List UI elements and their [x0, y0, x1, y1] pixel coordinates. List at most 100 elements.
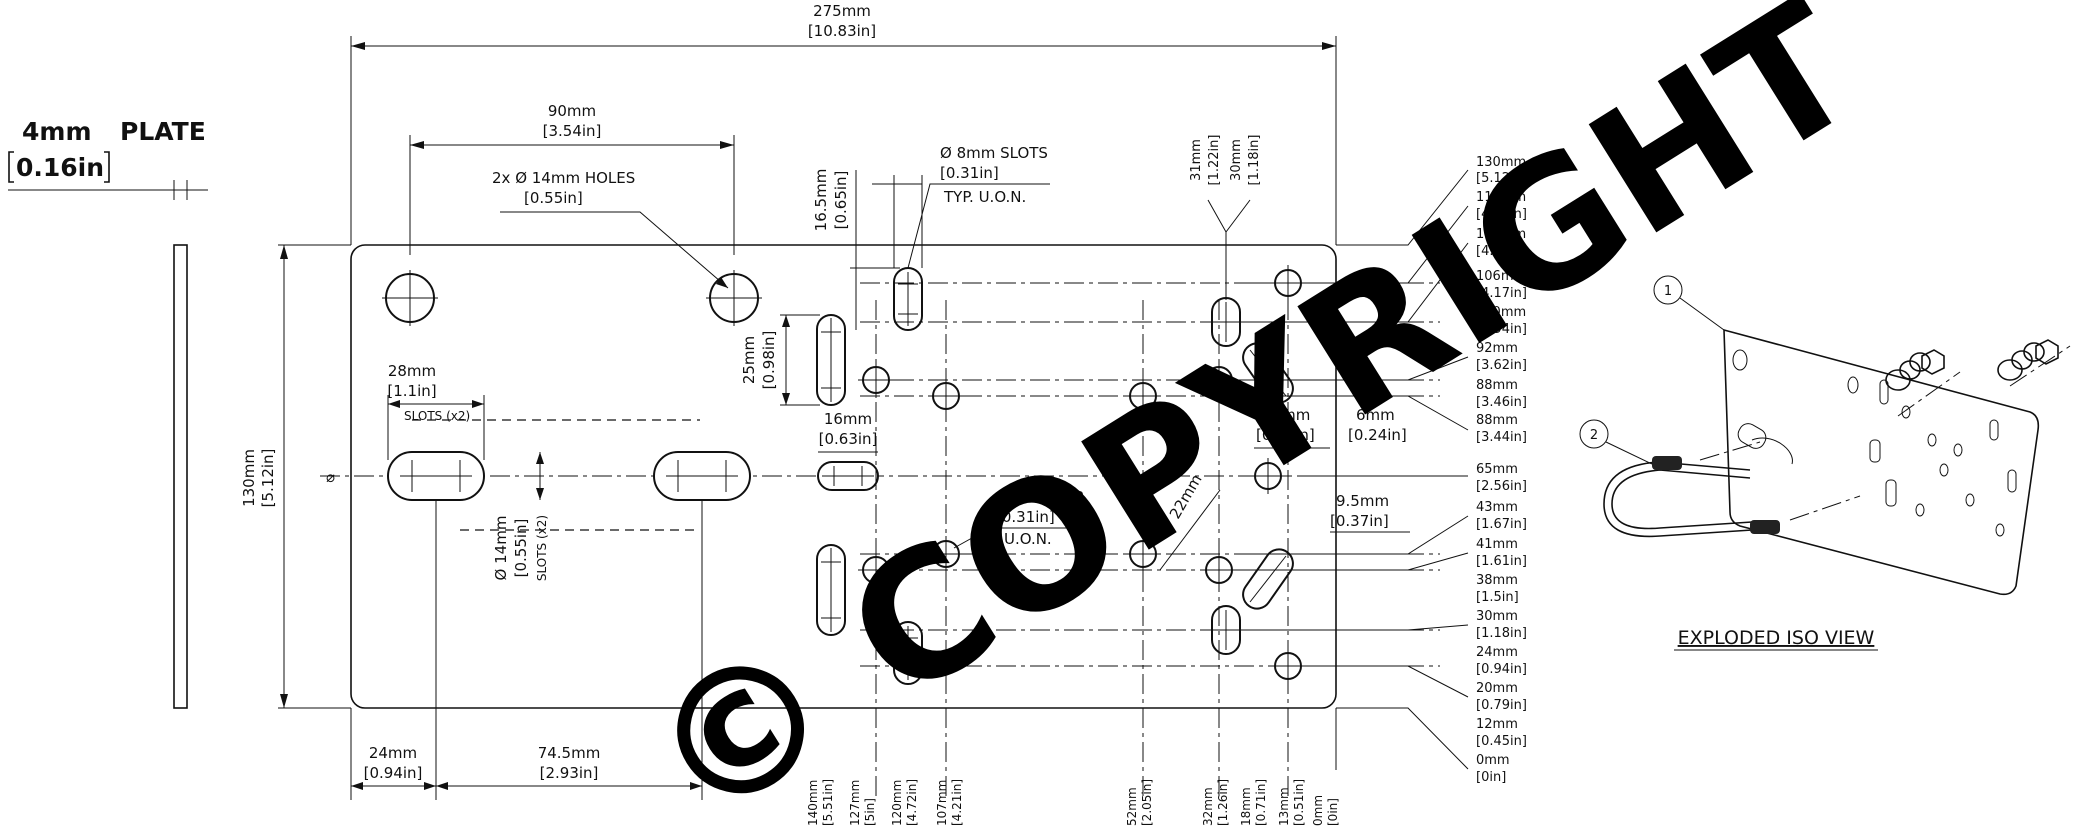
svg-text:[1.67in]: [1.67in]: [1476, 517, 1527, 532]
right-ordinate-dims: 130mm [5.12in] 119mm [4.67in] 110mm [4.3…: [1240, 155, 1527, 785]
svg-text:[0.98in]: [0.98in]: [760, 331, 778, 390]
svg-text:[3.62in]: [3.62in]: [1476, 358, 1527, 373]
svg-text:[5.12in]: [5.12in]: [1476, 171, 1527, 186]
slots-8mm: [816, 267, 1241, 685]
svg-text:[5.51in]: [5.51in]: [821, 779, 835, 826]
svg-text:12mm: 12mm: [1476, 717, 1518, 732]
svg-text:140mm: 140mm: [806, 780, 820, 826]
svg-text:[1.18in]: [1.18in]: [1247, 135, 1262, 186]
svg-text:[0.51in]: [0.51in]: [1292, 779, 1306, 826]
svg-text:43mm: 43mm: [1476, 500, 1518, 515]
overall-height-dim: 130mm [5.12in]: [240, 244, 351, 709]
slots-8mm-note: Ø 8mm SLOTS [0.31in] TYP. U.O.N.: [872, 144, 1050, 269]
iso-balloon-2: [1579, 419, 1609, 449]
svg-text:38mm: 38mm: [1476, 573, 1518, 588]
holes-note: 2x Ø 14mm HOLES [0.55in]: [492, 169, 729, 289]
svg-text:[1.61in]: [1.61in]: [1476, 554, 1527, 569]
svg-text:107mm: 107mm: [935, 780, 949, 826]
svg-text:Ø 8mm TYP.: Ø 8mm TYP.: [996, 488, 1086, 506]
svg-text:[3.46in]: [3.46in]: [1476, 395, 1527, 410]
svg-text:[0.65in]: [0.65in]: [832, 171, 850, 230]
svg-text:16.5mm: 16.5mm: [812, 169, 830, 232]
dim-31-30mm: 31mm [1.22in] 30mm [1.18in]: [1189, 135, 1262, 300]
svg-text:[0.45in]: [0.45in]: [1476, 734, 1527, 749]
iso-balloon-1: [1653, 275, 1683, 305]
svg-text:[0in]: [0in]: [1476, 770, 1506, 785]
svg-text:106mm: 106mm: [1476, 269, 1526, 284]
svg-text:65mm: 65mm: [1476, 462, 1518, 477]
svg-text:[0.55in]: [0.55in]: [512, 519, 530, 578]
svg-text:28mm: 28mm: [388, 362, 436, 380]
svg-text:92mm: 92mm: [1476, 341, 1518, 356]
svg-text:[2.05in]: [2.05in]: [1140, 779, 1154, 826]
svg-text:110mm: 110mm: [1476, 227, 1526, 242]
svg-text:2: 2: [1590, 428, 1598, 443]
svg-text:30mm: 30mm: [1229, 139, 1244, 181]
svg-text:130mm: 130mm: [1476, 155, 1526, 170]
overall-height-in: [5.12in]: [259, 449, 277, 508]
svg-text:[4.72in]: [4.72in]: [905, 779, 919, 826]
svg-text:32mm: 32mm: [1201, 787, 1215, 826]
plate-side-view: [173, 244, 188, 709]
svg-text:© COPYRIGHT: © COPYRIGHT: [615, 0, 1891, 834]
svg-text:U.O.N.: U.O.N.: [1004, 530, 1052, 548]
svg-text:6mm: 6mm: [1356, 406, 1395, 424]
svg-text:TYP. U.O.N.: TYP. U.O.N.: [943, 188, 1026, 206]
svg-text:[4.21in]: [4.21in]: [950, 779, 964, 826]
svg-text:[4.67in]: [4.67in]: [1476, 207, 1527, 222]
svg-text:[2.93in]: [2.93in]: [540, 764, 599, 782]
svg-text:0mm: 0mm: [1476, 753, 1510, 768]
svg-text:30mm: 30mm: [1476, 609, 1518, 624]
svg-text:[0.71in]: [0.71in]: [1254, 779, 1268, 826]
svg-text:[0.63in]: [0.63in]: [1256, 426, 1315, 444]
dim-16-5mm: 16.5mm [0.65in]: [812, 169, 900, 330]
overall-width-in: [10.83in]: [808, 22, 876, 40]
svg-text:13mm: 13mm: [1277, 787, 1291, 826]
svg-text:31mm: 31mm: [1189, 139, 1204, 181]
svg-text:18mm: 18mm: [1239, 787, 1253, 826]
svg-text:[3.44in]: [3.44in]: [1476, 430, 1527, 445]
svg-text:16mm: 16mm: [824, 410, 872, 428]
overall-height-mm: 130mm: [240, 449, 258, 507]
overall-width-dim: 275mm [10.83in]: [350, 2, 1337, 245]
svg-text:20mm: 20mm: [1476, 681, 1518, 696]
svg-text:[1.5in]: [1.5in]: [1476, 590, 1519, 605]
svg-text:Ø 14mm: Ø 14mm: [492, 516, 510, 581]
svg-text:24mm: 24mm: [1476, 645, 1518, 660]
svg-text:[5in]: [5in]: [863, 798, 877, 826]
svg-text:[0.94in]: [0.94in]: [364, 764, 423, 782]
slot-14mm-right: [653, 451, 751, 501]
plate-thickness-label: 4mm PLATE 0.16in: [8, 117, 208, 200]
holes-8mm-note: Ø 8mm TYP. [0.31in] U.O.N.: [953, 488, 1096, 549]
svg-text:52mm: 52mm: [1125, 787, 1139, 826]
svg-text:[0.79in]: [0.79in]: [1476, 698, 1527, 713]
svg-text:41mm: 41mm: [1476, 537, 1518, 552]
svg-text:88mm: 88mm: [1476, 378, 1518, 393]
slot-28mm-dim: 28mm [1.1in] SLOTS (x2): [387, 362, 485, 460]
slot-14mm-left: [387, 451, 485, 501]
svg-text:119mm: 119mm: [1476, 190, 1526, 205]
svg-text:Ø 8mm SLOTS: Ø 8mm SLOTS: [940, 144, 1048, 162]
svg-text:[0.55in]: [0.55in]: [524, 189, 583, 207]
svg-text:9.5mm: 9.5mm: [1336, 492, 1389, 510]
svg-text:[1.18in]: [1.18in]: [1476, 626, 1527, 641]
svg-text:[1.1in]: [1.1in]: [387, 382, 436, 400]
svg-text:[1.22in]: [1.22in]: [1207, 135, 1222, 186]
svg-text:120mm: 120mm: [890, 780, 904, 826]
plate-thickness-mm: 4mm: [22, 117, 92, 146]
slots-8mm-angled: [1242, 342, 1294, 610]
bottom-ordinate-dims: 140mm [5.51in] 127mm [5in] 120mm [4.72in…: [806, 708, 1340, 826]
hole-14mm-right: [706, 270, 762, 326]
svg-text:88mm: 88mm: [1476, 413, 1518, 428]
svg-text:[4.33in]: [4.33in]: [1476, 244, 1527, 259]
bottom-left-dims: 24mm [0.94in] 74.5mm [2.93in]: [350, 708, 702, 800]
svg-text:[3.54in]: [3.54in]: [543, 122, 602, 140]
iso-caption: EXPLODED ISO VIEW: [1678, 627, 1875, 649]
slot-14mm-width-dim: Ø 14mm [0.55in] SLOTS (x2): [492, 452, 549, 581]
svg-text:16mm: 16mm: [1262, 406, 1310, 424]
svg-text:[0in]: [0in]: [1326, 798, 1340, 826]
svg-text:SLOTS (x2): SLOTS (x2): [535, 515, 549, 581]
hole-spacing-dim: 90mm [3.54in]: [409, 102, 735, 255]
svg-text:[1.26in]: [1.26in]: [1216, 779, 1230, 826]
